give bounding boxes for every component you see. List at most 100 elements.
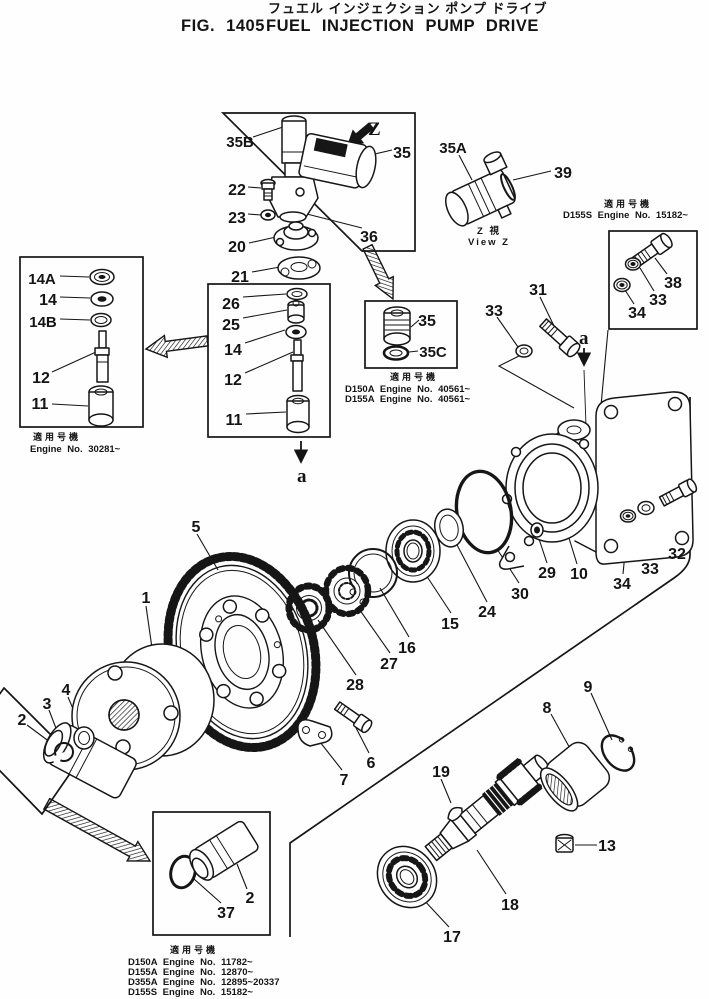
callout-10: 10 bbox=[570, 566, 588, 583]
callout-14A: 14A bbox=[28, 271, 56, 288]
section-arrow-to-left-box bbox=[144, 334, 209, 359]
detail-box-bolt-kit bbox=[608, 230, 698, 330]
assembly-boundary-line bbox=[289, 397, 691, 937]
section-arrow-to-plug-box bbox=[42, 797, 152, 862]
part-12-delivery-valve-left bbox=[94, 330, 110, 383]
part-14-washer-center bbox=[285, 324, 307, 340]
note-left-header: 適用号機 bbox=[33, 431, 81, 442]
callout-39: 39 bbox=[554, 165, 572, 182]
part-15-ball-bearing bbox=[385, 519, 441, 583]
note-bottom-line-3: D355A Engine No. 12895~20337 bbox=[128, 977, 280, 988]
note-top-right-header: 適用号機 bbox=[604, 198, 652, 209]
part-35-bushing-mid bbox=[383, 306, 411, 346]
callout-30: 30 bbox=[511, 586, 529, 603]
callout-11-left: 11 bbox=[32, 396, 49, 413]
view-z-arrow-label: Z bbox=[368, 119, 381, 140]
view-z-arrow-icon bbox=[347, 122, 375, 146]
callout-29: 29 bbox=[538, 565, 556, 582]
part-33-washer-box bbox=[624, 257, 642, 271]
note-mid-header: 適用号機 bbox=[390, 371, 438, 382]
callout-8: 8 bbox=[543, 700, 552, 717]
callout-26: 26 bbox=[222, 296, 240, 313]
section-arrow-to-bushing-box bbox=[362, 243, 394, 301]
note-left-line-1: Engine No. 30281~ bbox=[30, 444, 121, 455]
part-3-washer bbox=[50, 742, 74, 766]
section-marker-a-upper: a bbox=[579, 328, 589, 349]
part-29-plug bbox=[530, 522, 544, 538]
detail-box-center-valve bbox=[207, 283, 331, 438]
part-22-bolt bbox=[260, 178, 276, 201]
part-1-damper-assembly bbox=[71, 643, 215, 771]
part-35C-ring bbox=[382, 345, 410, 361]
callout-16: 16 bbox=[398, 640, 416, 657]
part-32-bolt bbox=[658, 478, 698, 507]
part-13-lock-nut bbox=[555, 833, 574, 853]
callout-14-center: 14 bbox=[224, 342, 242, 359]
callout-9: 9 bbox=[584, 679, 593, 696]
callout-38: 38 bbox=[664, 275, 682, 292]
callout-21: 21 bbox=[231, 269, 249, 286]
callout-11-center: 11 bbox=[226, 412, 243, 429]
part-24-seal-ring bbox=[433, 508, 465, 548]
callout-6: 6 bbox=[367, 755, 376, 772]
detail-box-pump-top bbox=[220, 112, 416, 252]
callout-33-housing: 33 bbox=[641, 561, 659, 578]
part-23-nut bbox=[260, 209, 276, 221]
part-14B-washer bbox=[90, 312, 112, 328]
part-35A-pump-view-z bbox=[445, 151, 516, 227]
callout-15: 15 bbox=[441, 616, 459, 633]
figure-number: FIG. 1405 bbox=[181, 17, 265, 35]
part-14-washer-left bbox=[90, 291, 114, 307]
view-z-caption-en: View Z bbox=[468, 237, 510, 248]
callout-32: 32 bbox=[668, 546, 686, 563]
detail-box-bushing bbox=[364, 300, 458, 369]
callout-24: 24 bbox=[478, 604, 496, 621]
callout-14B: 14B bbox=[29, 314, 57, 331]
detail-box-plug bbox=[152, 811, 271, 936]
callout-4: 4 bbox=[62, 682, 71, 699]
part-19-key bbox=[447, 806, 463, 822]
callout-34-box: 34 bbox=[628, 305, 646, 322]
part-37-o-ring bbox=[169, 854, 197, 890]
callout-25: 25 bbox=[222, 317, 240, 334]
part-39-clamp-ring bbox=[500, 173, 516, 201]
callout-27: 27 bbox=[380, 656, 398, 673]
callout-23: 23 bbox=[228, 210, 246, 227]
part-34-washer-box bbox=[613, 277, 631, 293]
part-11-sleeve-center bbox=[286, 394, 310, 434]
callout-13: 13 bbox=[598, 838, 616, 855]
callout-12-left: 12 bbox=[32, 370, 50, 387]
callout-35-mid: 35 bbox=[418, 313, 436, 330]
part-4-washer bbox=[73, 726, 95, 750]
callout-12-center: 12 bbox=[224, 372, 242, 389]
part-10-pump-drive-housing bbox=[498, 391, 694, 570]
callout-31: 31 bbox=[529, 282, 547, 299]
detail-box-left-valve bbox=[19, 256, 144, 428]
part-35-36-injection-pump-assembly bbox=[267, 115, 377, 223]
note-bottom-header: 適用号機 bbox=[170, 944, 218, 955]
callout-33-mid: 33 bbox=[485, 303, 503, 320]
note-bottom-line-4: D155S Engine No. 15182~ bbox=[128, 987, 253, 998]
part-31-bolt bbox=[539, 318, 581, 358]
callout-28: 28 bbox=[346, 677, 364, 694]
callout-14-left: 14 bbox=[39, 292, 57, 309]
callout-37: 37 bbox=[217, 905, 235, 922]
part-7-lock-plate bbox=[297, 719, 333, 747]
part-2-plug-left bbox=[42, 722, 137, 799]
callout-19: 19 bbox=[432, 764, 450, 781]
section-marker-a-lower: a bbox=[297, 466, 307, 487]
section-line-a-upper bbox=[583, 369, 587, 427]
callout-3: 3 bbox=[43, 696, 52, 713]
callout-35-top: 35 bbox=[393, 145, 411, 162]
callout-35C: 35C bbox=[419, 344, 447, 361]
part-21-gasket bbox=[277, 256, 321, 280]
part-11-sleeve-left bbox=[88, 385, 114, 427]
callout-36: 36 bbox=[360, 229, 378, 246]
callout-35A: 35A bbox=[439, 140, 467, 157]
note-bottom-line-1: D150A Engine No. 11782~ bbox=[128, 957, 253, 968]
part-25-valve-holder bbox=[287, 299, 305, 324]
callout-1: 1 bbox=[142, 590, 151, 607]
callout-2-bottom: 2 bbox=[246, 890, 255, 907]
part-12-delivery-valve-center bbox=[290, 339, 304, 392]
